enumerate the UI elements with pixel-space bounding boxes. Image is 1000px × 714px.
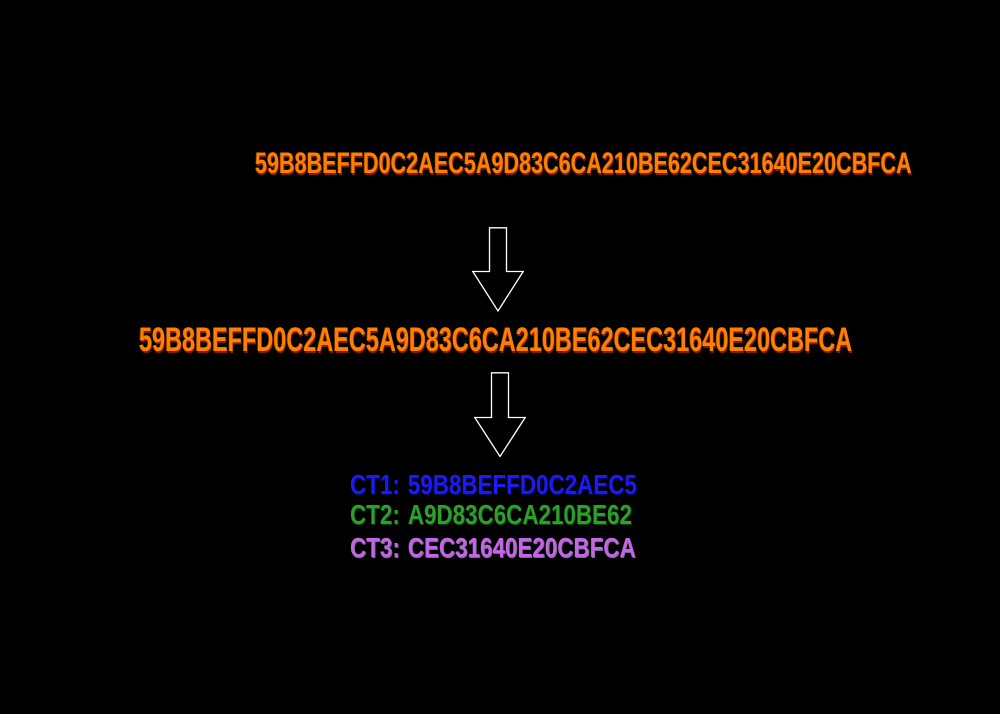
- ct-row-1: CT1: 59B8BEFFD0C2AEC5: [350, 471, 637, 499]
- source-key-text: 59B8BEFFD0C2AEC5A9D83C6CA210BE62CEC31640…: [255, 147, 912, 180]
- ct-row-2: CT2: A9D83C6CA210BE62: [350, 501, 632, 529]
- down-arrow-icon: [474, 372, 526, 457]
- ct1-value: 59B8BEFFD0C2AEC5: [407, 469, 637, 500]
- expanded-key-text: 59B8BEFFD0C2AEC5A9D83C6CA210BE62CEC31640…: [139, 321, 853, 359]
- ct2-value: A9D83C6CA210BE62: [407, 499, 632, 530]
- down-arrow-shape: [474, 372, 526, 457]
- ct3-label: CT3:: [350, 532, 400, 563]
- down-arrow-icon: [472, 227, 524, 312]
- down-arrow-shape: [472, 227, 524, 312]
- ct3-value: CEC31640E20CBFCA: [407, 532, 636, 563]
- ct-row-3: CT3: CEC31640E20CBFCA: [350, 534, 636, 562]
- ct1-label: CT1:: [350, 469, 400, 500]
- ct2-label: CT2:: [350, 499, 400, 530]
